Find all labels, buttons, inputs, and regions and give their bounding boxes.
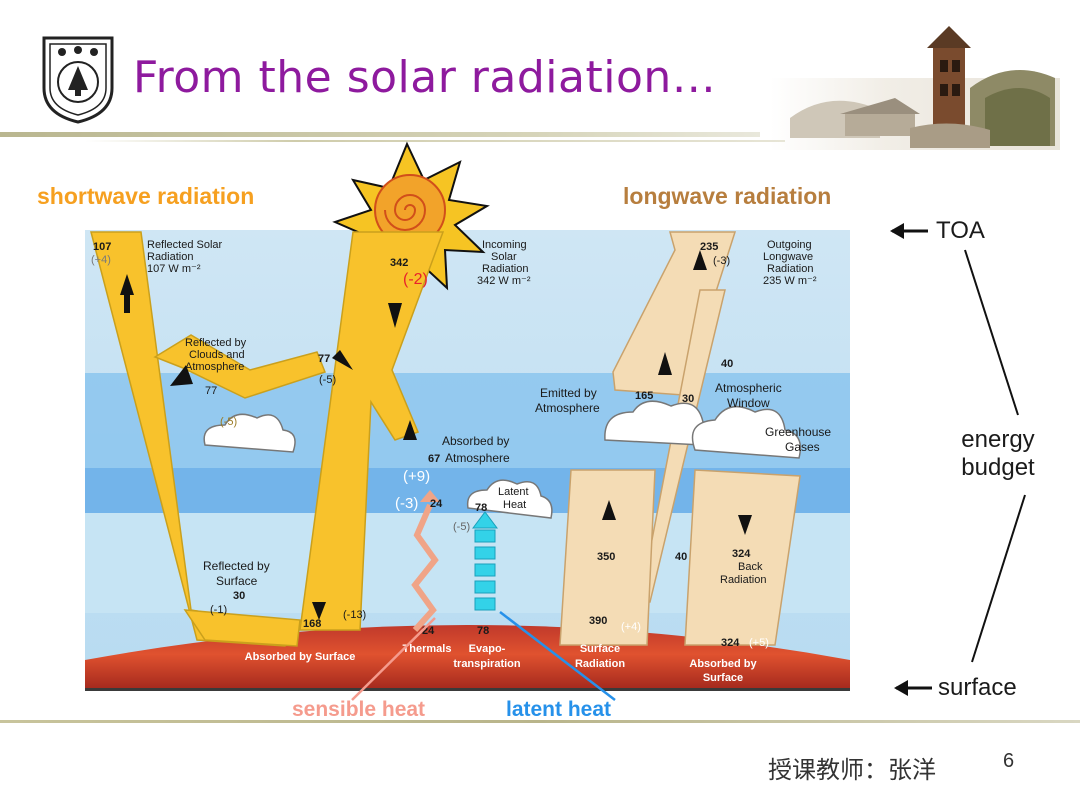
reflected-surface-l1: Reflected by xyxy=(203,559,270,573)
absorbed-surface-sw-delta: (-13) xyxy=(343,609,366,621)
header-rule xyxy=(0,132,760,137)
outgoing-lw-delta: (-3) xyxy=(713,255,730,267)
page-number: 6 xyxy=(1003,750,1015,772)
footer-rule xyxy=(0,720,1080,723)
university-seal xyxy=(42,36,114,124)
reflected-solar-l1: Reflected Solar xyxy=(147,239,223,251)
incoming-solar-l4: 342 W m⁻² xyxy=(477,275,531,287)
reflected-solar-l2: Radiation xyxy=(147,251,193,263)
surface-evapo-value: 78 xyxy=(477,625,489,637)
reflected-solar-delta: (+4) xyxy=(91,254,111,266)
absorbed-atm-value: 67 xyxy=(428,453,440,465)
heat-pointer-lines xyxy=(351,611,616,701)
reflected-surface-delta: (-1) xyxy=(210,604,227,616)
latent-atm-l1: Latent xyxy=(498,486,529,498)
latent-atm-value: 78 xyxy=(475,502,487,514)
outgoing-lw-l1: Outgoing xyxy=(767,239,812,251)
reflected-solar-value: 107 xyxy=(93,241,111,253)
emitted-atm-value: 165 xyxy=(635,390,653,402)
reflected-surface-l2: Surface xyxy=(216,574,258,588)
incoming-solar-l2: Solar xyxy=(491,251,517,263)
longwave-label: longwave radiation xyxy=(623,183,832,209)
reflected-clouds-value: 77 xyxy=(318,353,330,365)
window-value-40: 40 xyxy=(721,358,733,370)
reflected-clouds-l4: 77 xyxy=(205,385,217,397)
outgoing-lw-l4: 235 W m⁻² xyxy=(763,275,817,287)
latent-heat-label: latent heat xyxy=(506,698,612,721)
footer-teacher: 授课教师：张洋 xyxy=(768,756,936,784)
emitted-atm-l2: Atmosphere xyxy=(535,401,600,415)
reflected-solar-l3: 107 W m⁻² xyxy=(147,263,201,275)
window-l2: Window xyxy=(727,396,770,410)
band-evapo-1: Evapo- xyxy=(469,643,506,655)
annotation-arrows xyxy=(890,223,1026,696)
reflected-clouds-cloud-delta: (-5) xyxy=(220,416,237,428)
back-radiation-l2: Radiation xyxy=(720,574,766,586)
campus-tower-image xyxy=(770,26,1060,150)
latent-atm-delta: (-5) xyxy=(453,521,470,533)
surface-radiation-value: 390 xyxy=(589,615,607,627)
greenhouse-l1: Greenhouse xyxy=(765,425,831,439)
emitted-atm-l1: Emitted by xyxy=(540,386,597,400)
back-radiation-l1: Back xyxy=(738,561,763,573)
incoming-solar-value: 342 xyxy=(390,257,408,269)
band-absorbed-by-surface-lw-2: Surface xyxy=(703,672,743,684)
thermals-atm-delta: (-3) xyxy=(395,495,418,512)
thermals-atm-value: 24 xyxy=(430,498,443,510)
incoming-solar-l1: Incoming xyxy=(482,239,527,251)
reflected-clouds-l1: Reflected by xyxy=(185,337,247,349)
window-l1: Atmospheric xyxy=(715,381,782,395)
absorbed-atm-delta: (+9) xyxy=(403,468,430,485)
band-surface-radiation-2: Radiation xyxy=(575,658,625,670)
reflected-surface-value: 30 xyxy=(233,590,245,602)
energy-budget-diagram: Absorbed by Surface Thermals Evapo- tran… xyxy=(85,141,850,691)
energy-budget-line2: budget xyxy=(961,454,1035,481)
absorbed-surface-sw-value: 168 xyxy=(303,618,321,630)
band-thermals: Thermals xyxy=(403,643,452,655)
energy-budget-line1: energy xyxy=(961,426,1035,453)
incoming-solar-l3: Radiation xyxy=(482,263,528,275)
absorbed-atm-l2: Atmosphere xyxy=(445,451,510,465)
header-rule-thin xyxy=(85,140,785,142)
band-absorbed-by-surface-lw-1: Absorbed by xyxy=(689,658,757,670)
outgoing-lw-value: 235 xyxy=(700,241,718,253)
surface-radiation-delta: (+4) xyxy=(621,621,641,633)
energy-budget-label: energy budget xyxy=(953,426,1043,482)
surface-absorbed-delta: (+5) xyxy=(749,637,769,649)
surface-up-value-40: 40 xyxy=(675,551,687,563)
shortwave-label: shortwave radiation xyxy=(37,183,255,209)
band-absorbed-by-surface: Absorbed by Surface xyxy=(245,651,356,663)
back-radiation-value: 324 xyxy=(732,548,751,560)
page-title: From the solar radiation… xyxy=(133,52,717,103)
latent-atm-l2: Heat xyxy=(503,499,526,511)
outgoing-lw-l3: Radiation xyxy=(767,263,813,275)
band-evapo-2: transpiration xyxy=(453,658,521,670)
surface-label: surface xyxy=(938,674,1017,701)
sensible-heat-label: sensible heat xyxy=(292,698,426,721)
window-value: 30 xyxy=(682,393,694,405)
band-surface-radiation-1: Surface xyxy=(580,643,620,655)
greenhouse-l2: Gases xyxy=(785,440,820,454)
incoming-solar-delta: (-2) xyxy=(403,271,428,288)
reflected-clouds-l3: Atmosphere xyxy=(185,361,244,373)
absorbed-atm-l1: Absorbed by xyxy=(442,434,509,448)
toa-label: TOA xyxy=(936,217,985,244)
outgoing-lw-l2: Longwave xyxy=(763,251,813,263)
reflected-clouds-l2: Clouds and xyxy=(189,349,245,361)
surface-absorbed-value: 324 xyxy=(721,637,740,649)
surface-up-value: 350 xyxy=(597,551,615,563)
reflected-clouds-delta: (-5) xyxy=(319,374,336,386)
